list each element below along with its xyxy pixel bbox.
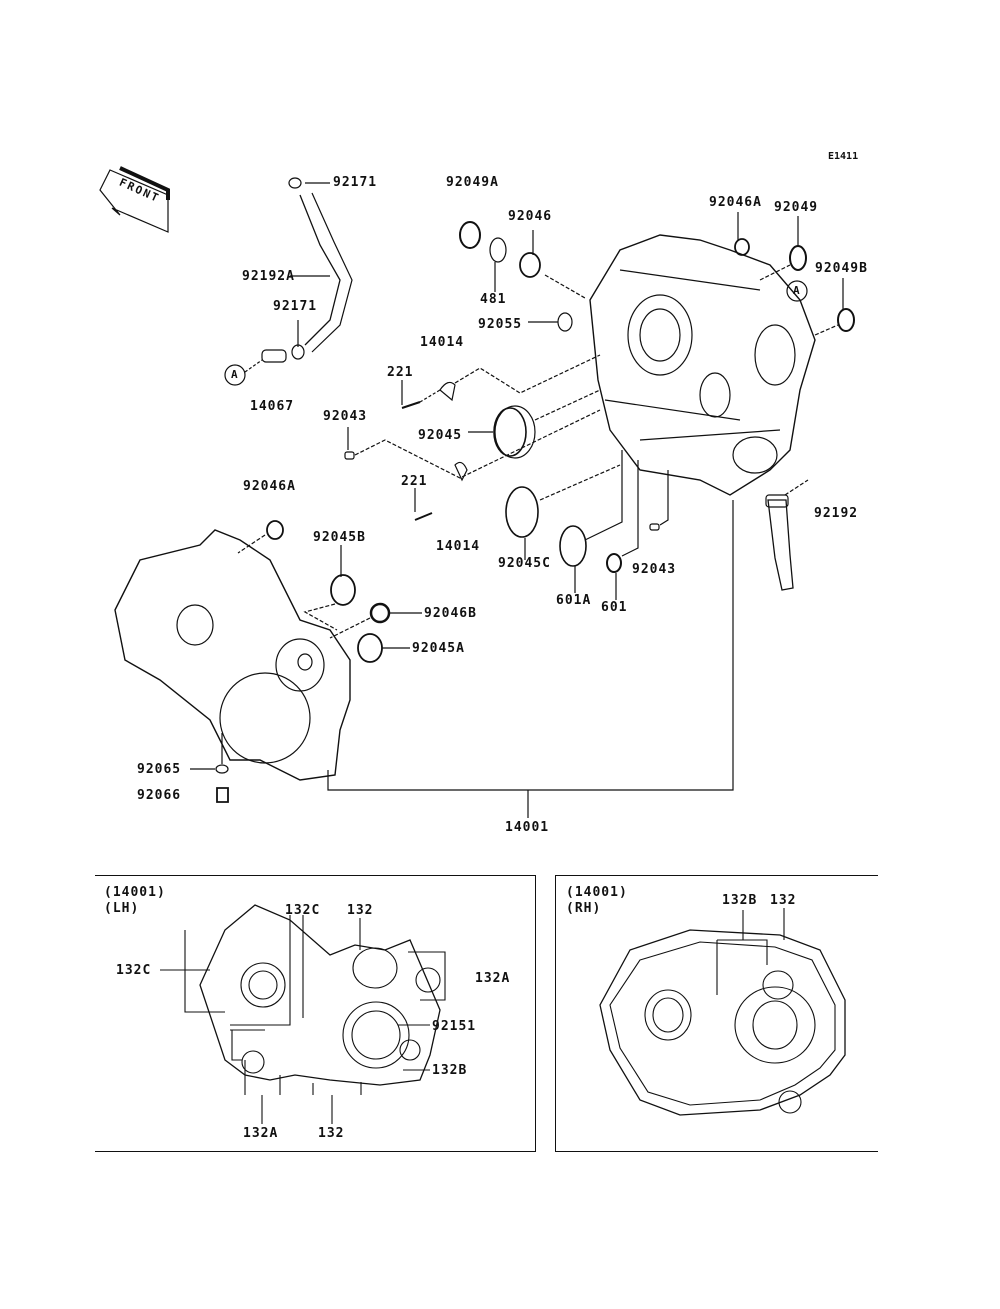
drain-plug-92066: [216, 787, 229, 803]
dowel-pin-92043-left: [344, 451, 355, 460]
lh-label-132a-right[interactable]: 132A: [475, 971, 511, 986]
lh-label-92151[interactable]: 92151: [432, 1019, 477, 1034]
lh-label-132b[interactable]: 132B: [432, 1063, 468, 1078]
rh-detail-panel: [555, 875, 878, 1152]
part-label-92045b[interactable]: 92045B: [313, 530, 366, 545]
part-label-481[interactable]: 481: [480, 292, 507, 307]
hose-92192a: [299, 194, 341, 346]
part-label-221-bottom[interactable]: 221: [401, 474, 428, 489]
ball-bearing-92045: [493, 407, 527, 457]
rh-label-132[interactable]: 132: [770, 893, 797, 908]
fitting-14067: [261, 349, 287, 363]
part-label-92045[interactable]: 92045: [418, 428, 463, 443]
part-label-601[interactable]: 601: [601, 600, 628, 615]
lh-panel-title: (14001) (LH): [104, 885, 166, 916]
needle-bearing-92046b: [369, 602, 391, 624]
ball-bearing-601a: [559, 525, 587, 567]
bearing-92049a: [459, 221, 481, 249]
ref-marker-a-right-label: A: [793, 284, 801, 297]
part-label-601a[interactable]: 601A: [556, 593, 592, 608]
part-label-92065[interactable]: 92065: [137, 762, 182, 777]
needle-bearing-92046: [519, 252, 541, 278]
bearing-601: [606, 553, 622, 573]
bolt-221-bottom: [414, 512, 433, 521]
part-label-14014-top[interactable]: 14014: [420, 335, 465, 350]
rh-label-132b[interactable]: 132B: [722, 893, 758, 908]
part-label-92171-top[interactable]: 92171: [333, 175, 378, 190]
part-label-14014-bottom[interactable]: 14014: [436, 539, 481, 554]
part-label-92046[interactable]: 92046: [508, 209, 553, 224]
lh-label-132c-top[interactable]: 132C: [285, 903, 321, 918]
part-label-92066[interactable]: 92066: [137, 788, 182, 803]
lh-label-132c-left[interactable]: 132C: [116, 963, 152, 978]
bolt-221-top: [401, 401, 421, 409]
stopper-14014-top: [439, 381, 456, 402]
assembly-bracket-14001: [327, 500, 734, 791]
figure-code: E1411: [828, 151, 859, 162]
part-label-92049b[interactable]: 92049B: [815, 261, 868, 276]
ref-marker-a-left: [224, 364, 246, 386]
part-label-92043-left[interactable]: 92043: [323, 409, 368, 424]
clamp-92171-top: [288, 177, 302, 189]
part-label-14067[interactable]: 14067: [250, 399, 295, 414]
right-crankcase: [589, 234, 816, 496]
ref-marker-a-left-label: A: [231, 368, 239, 381]
part-label-92043-right[interactable]: 92043: [632, 562, 677, 577]
lh-label-132a-bottom[interactable]: 132A: [243, 1126, 279, 1141]
part-label-92045a[interactable]: 92045A: [412, 641, 465, 656]
ball-bearing-92045c: [505, 486, 539, 538]
needle-bearing-92046a-top: [734, 238, 750, 256]
oring-92055: [557, 312, 573, 332]
part-label-92171-mid[interactable]: 92171: [273, 299, 318, 314]
part-label-92045c[interactable]: 92045C: [498, 556, 551, 571]
part-label-92046a-left[interactable]: 92046A: [243, 479, 296, 494]
stopper-14014-bottom: [454, 461, 468, 482]
front-arrow-icon: [99, 166, 170, 233]
rh-panel-title: (14001) (RH): [566, 885, 628, 916]
dowel-pin-92043-right: [649, 523, 660, 531]
part-label-92192[interactable]: 92192: [814, 506, 859, 521]
oil-seal-92049b: [837, 308, 855, 332]
ball-bearing-92045a: [357, 633, 383, 663]
lh-crankcase-view: [199, 904, 441, 1086]
lh-label-132-top[interactable]: 132: [347, 903, 374, 918]
washer-92065: [215, 764, 229, 774]
part-label-14001[interactable]: 14001: [505, 820, 550, 835]
needle-bearing-92046a-left: [266, 520, 284, 540]
part-label-92192a[interactable]: 92192A: [242, 269, 295, 284]
rh-crankcase-view: [599, 929, 846, 1116]
lh-detail-panel: [95, 875, 536, 1152]
ball-bearing-92045b: [330, 574, 356, 606]
ref-marker-a-right: [786, 280, 808, 302]
part-label-221-top[interactable]: 221: [387, 365, 414, 380]
lh-label-132-bottom[interactable]: 132: [318, 1126, 345, 1141]
clamp-92171-mid: [291, 344, 305, 360]
part-label-92046b[interactable]: 92046B: [424, 606, 477, 621]
circlip-481: [489, 237, 507, 263]
part-label-92049a[interactable]: 92049A: [446, 175, 499, 190]
oil-seal-92049: [789, 245, 807, 271]
part-label-92055[interactable]: 92055: [478, 317, 523, 332]
part-label-92046a-top[interactable]: 92046A: [709, 195, 762, 210]
oil-strainer-92192: [767, 499, 794, 591]
part-label-92049[interactable]: 92049: [774, 200, 819, 215]
left-crankcase: [114, 529, 351, 781]
